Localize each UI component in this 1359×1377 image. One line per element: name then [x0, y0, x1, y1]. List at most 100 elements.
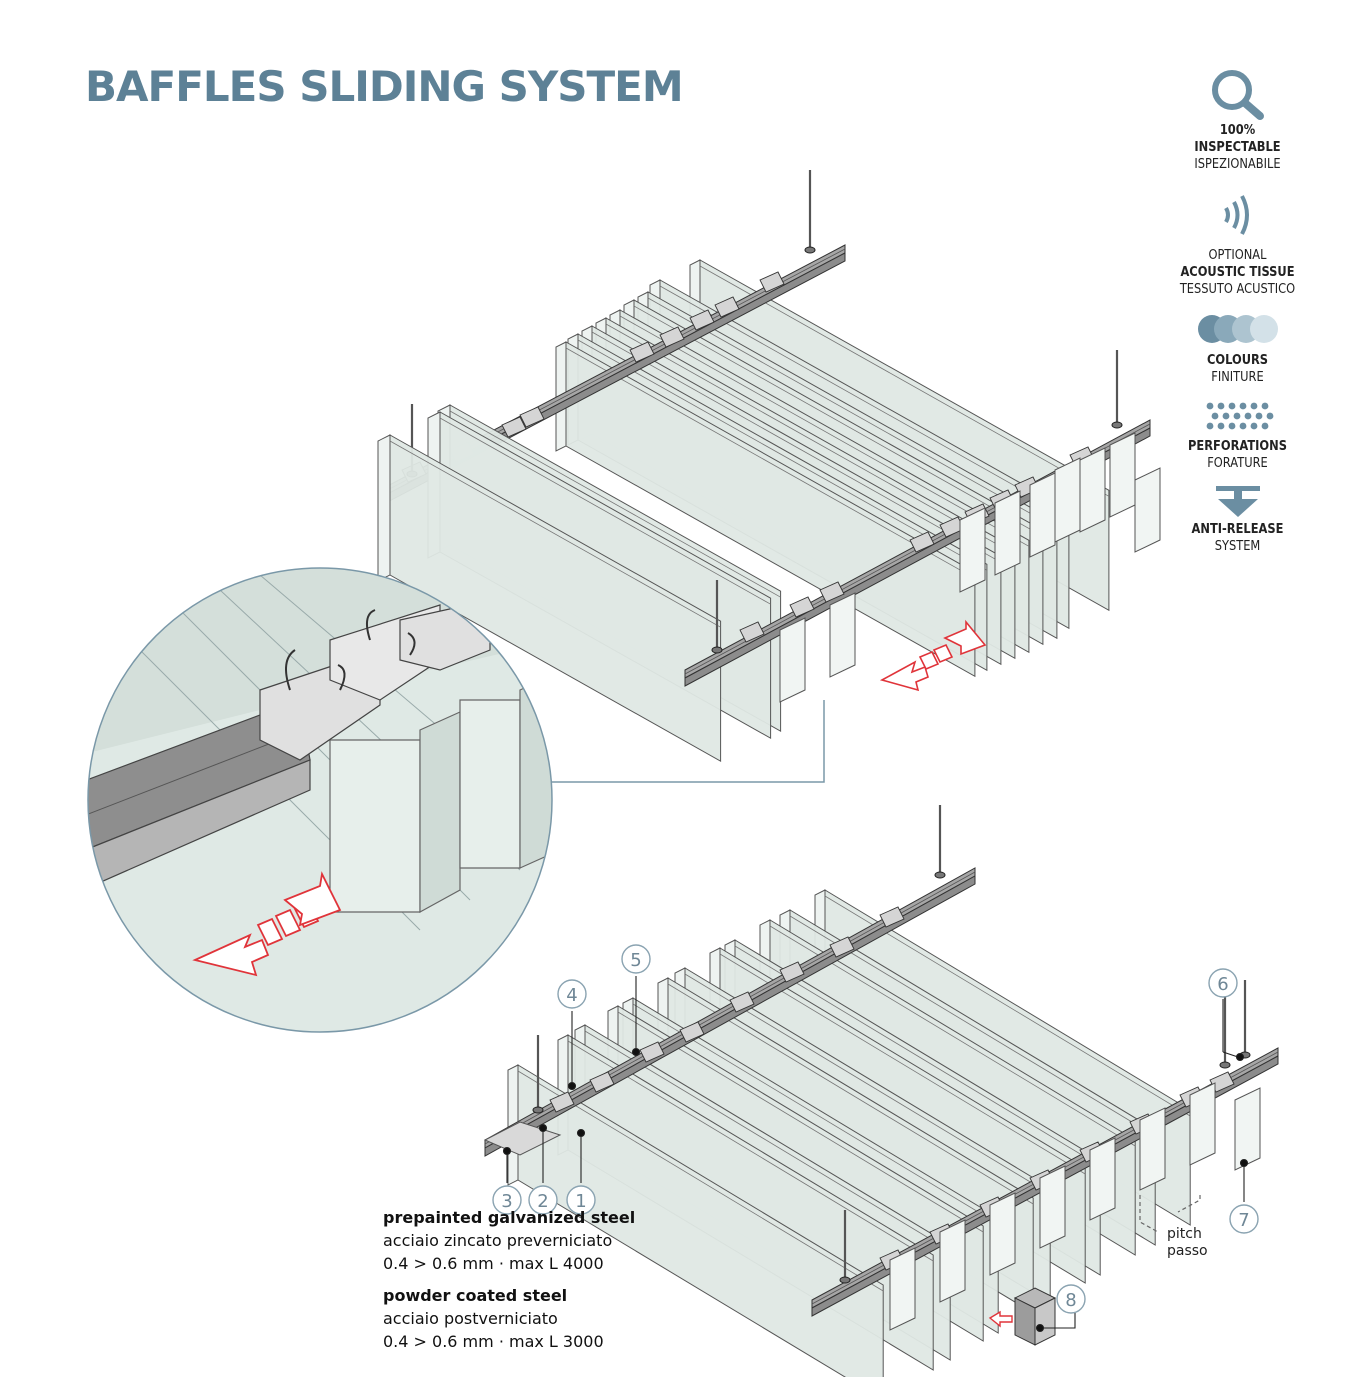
- baffle-clip: [829, 936, 855, 958]
- perforation-dot: [1239, 422, 1247, 430]
- perforation-dot: [1244, 412, 1252, 420]
- perforation-dot: [1217, 402, 1225, 410]
- callout-8-label: 8: [1065, 1290, 1076, 1311]
- feature-perforations: PERFORATIONS FORATURE: [1188, 439, 1287, 471]
- baffle-clip: [714, 296, 740, 318]
- callout-2: [528, 1185, 558, 1215]
- baffle-clip: [639, 1041, 665, 1063]
- baffle-clip: [779, 961, 805, 983]
- callout-7: [1229, 1204, 1259, 1234]
- callout-4-label: 4: [566, 985, 577, 1006]
- arrow-bar: [918, 650, 940, 671]
- hanger-nut: [1111, 421, 1123, 429]
- hanger-nut: [711, 646, 723, 654]
- perforation-dot: [1261, 402, 1269, 410]
- baffle-front-end: [1079, 447, 1106, 533]
- baffle-fold: [577, 339, 988, 571]
- baffle-clip: [819, 581, 845, 603]
- perforation-dot: [1206, 402, 1214, 410]
- callout-8: [1056, 1284, 1086, 1314]
- perforation-dot: [1266, 412, 1274, 420]
- baffle-front-end: [1039, 1165, 1066, 1249]
- anti-release-arrow-icon: [1216, 486, 1260, 517]
- baffle-fold: [591, 331, 1002, 563]
- baffle-fold: [389, 440, 721, 628]
- baffle-front-end: [829, 592, 856, 678]
- callout-3: [492, 1185, 522, 1215]
- baffle-front-end: [1139, 1107, 1166, 1191]
- baffle-clip: [729, 991, 755, 1013]
- baffle-front-end: [994, 490, 1021, 576]
- perforation-dot: [1233, 412, 1241, 420]
- hanger-nut: [804, 246, 816, 254]
- baffle-fold: [567, 1040, 934, 1262]
- perforation-dots-icon: [1206, 402, 1274, 430]
- baffle-fold: [619, 315, 1030, 547]
- sliding-arrow-small-icon: [988, 1310, 1013, 1328]
- callout-4: [557, 979, 587, 1009]
- baffle-clip: [519, 406, 545, 428]
- baffle-clip: [501, 416, 527, 438]
- baffle-clip: [629, 341, 655, 363]
- baffle-clip: [789, 596, 815, 618]
- baffle-fold: [439, 417, 771, 605]
- perforation-dot: [1211, 412, 1219, 420]
- page-title: BAFFLES SLIDING SYSTEM: [85, 62, 684, 111]
- baffle-front-end: [889, 1247, 916, 1331]
- arrow-left: [879, 660, 929, 692]
- baffle-clip: [689, 309, 715, 331]
- callout-6-label: 6: [1217, 974, 1228, 995]
- baffle-fold: [517, 1070, 884, 1292]
- baffle-fold: [449, 410, 781, 598]
- arrow-bar: [932, 643, 954, 664]
- feature-anti-release: ANTI-RELEASE SYSTEM: [1191, 522, 1284, 554]
- baffle-clip: [879, 906, 905, 928]
- hanger-nut: [934, 871, 946, 879]
- baffle-clip: [659, 326, 685, 348]
- callout-leaders: [502, 976, 1249, 1333]
- baffle-fold: [659, 285, 1070, 517]
- callout-5-label: 5: [630, 950, 641, 971]
- baffle-front-end: [1089, 1137, 1116, 1221]
- feature-acoustic: OPTIONAL ACOUSTIC TISSUE TESSUTO ACUSTIC…: [1179, 248, 1296, 297]
- feature-inspectable: 100% INSPECTABLE ISPEZIONABILE: [1194, 123, 1281, 172]
- baffle-fold: [647, 297, 1058, 529]
- feature-colours: COLOURS FINITURE: [1206, 353, 1269, 385]
- top-assembly: [377, 170, 1161, 763]
- sliding-arrow-zoom-icon: [192, 871, 342, 977]
- magnifier-icon: [1212, 70, 1264, 120]
- perforation-dot: [1228, 402, 1236, 410]
- baffle-fold: [565, 347, 976, 579]
- callout-3-label: 3: [501, 1191, 512, 1212]
- perforation-dot: [1217, 422, 1225, 430]
- hanger-nut: [1219, 1061, 1231, 1069]
- perforation-dot: [1228, 422, 1236, 430]
- pitch-label: pitch passo: [1167, 1226, 1208, 1259]
- baffle-front-end: [1134, 467, 1161, 553]
- baffle-clip: [679, 1021, 705, 1043]
- callout-5: [621, 944, 651, 974]
- material-prepainted: prepainted galvanized steel acciaio zinc…: [383, 1208, 636, 1273]
- baffle-fold: [605, 323, 1016, 555]
- bottom-assembly: [483, 805, 1279, 1377]
- baffle-end: [377, 434, 391, 582]
- baffle-clip: [739, 621, 765, 643]
- hanger-nut: [532, 1106, 544, 1114]
- baffle-front-end: [989, 1192, 1016, 1276]
- perforation-dot: [1250, 402, 1258, 410]
- baffle-fold: [632, 1003, 999, 1225]
- perforation-dot: [1206, 422, 1214, 430]
- baffle-front-end: [1234, 1087, 1261, 1171]
- baffle-front-end: [939, 1219, 966, 1303]
- baffle-front-end: [1029, 472, 1056, 558]
- baffle-front-end: [1189, 1082, 1216, 1166]
- sliding-arrow-icon: [879, 619, 987, 692]
- hanger-nut: [839, 1276, 851, 1284]
- baffle-fold: [699, 265, 1110, 497]
- colour-circles-icon: [1198, 315, 1278, 343]
- perforation-dot: [1239, 402, 1247, 410]
- perforation-dot: [1255, 412, 1263, 420]
- baffle-front-end: [779, 617, 806, 703]
- perforation-dot: [1261, 422, 1269, 430]
